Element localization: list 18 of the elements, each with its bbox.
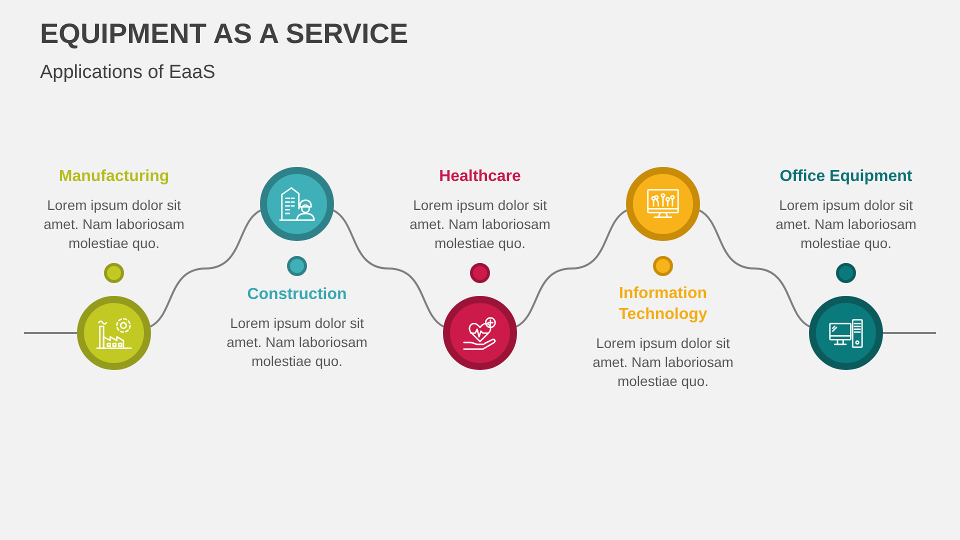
connector-line bbox=[332, 210, 444, 328]
category-heading: Office Equipment bbox=[780, 167, 912, 187]
category-heading: Construction bbox=[247, 285, 347, 305]
connector-line bbox=[516, 210, 628, 328]
connector-line bbox=[150, 210, 262, 328]
category-heading: Information Technology bbox=[618, 284, 708, 325]
title: EQUIPMENT AS A SERVICE bbox=[40, 17, 408, 51]
description-text: Lorem ipsum dolor sit amet. Nam laboriosam molestiae quo. bbox=[774, 196, 918, 253]
connector-line bbox=[698, 210, 810, 328]
connector-line bbox=[24, 332, 77, 334]
description-text: Lorem ipsum dolor sit amet. Nam laboriosam molestiae quo. bbox=[42, 196, 186, 253]
description-text: Lorem ipsum dolor sit amet. Nam laboriosam molestiae quo. bbox=[408, 196, 552, 253]
description-text: Lorem ipsum dolor sit amet. Nam laboriosam molestiae quo. bbox=[592, 334, 734, 391]
connector-line bbox=[883, 332, 936, 334]
category-heading: Healthcare bbox=[439, 167, 521, 187]
description-text: Lorem ipsum dolor sit amet. Nam laboriosam molestiae quo. bbox=[226, 314, 368, 371]
category-heading: Manufacturing bbox=[58, 167, 170, 187]
subtitle: Applications of EaaS bbox=[40, 61, 216, 85]
